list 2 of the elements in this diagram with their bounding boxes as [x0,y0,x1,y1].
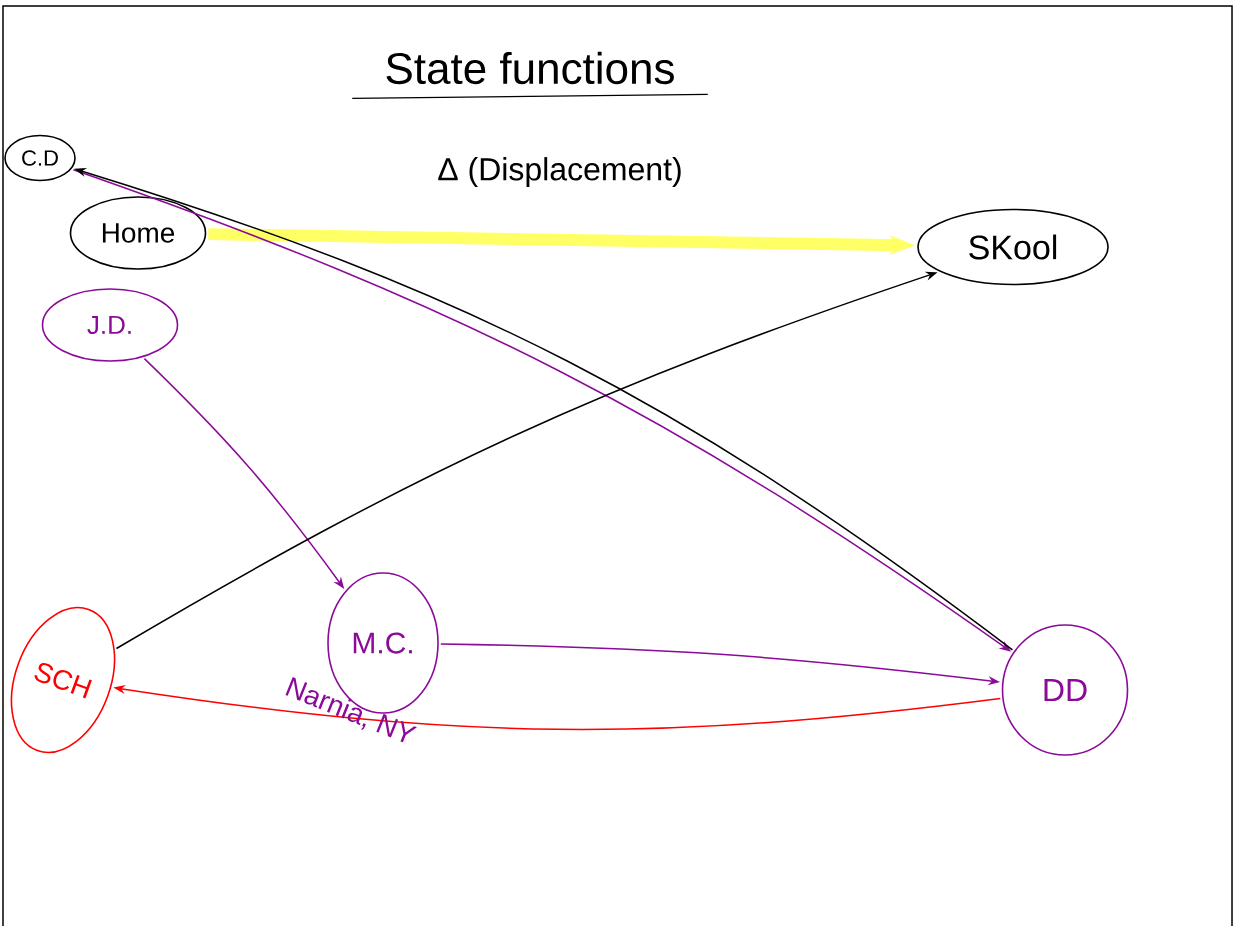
edge-label: Δ (Displacement) [438,157,681,187]
title: State functions [386,51,674,85]
